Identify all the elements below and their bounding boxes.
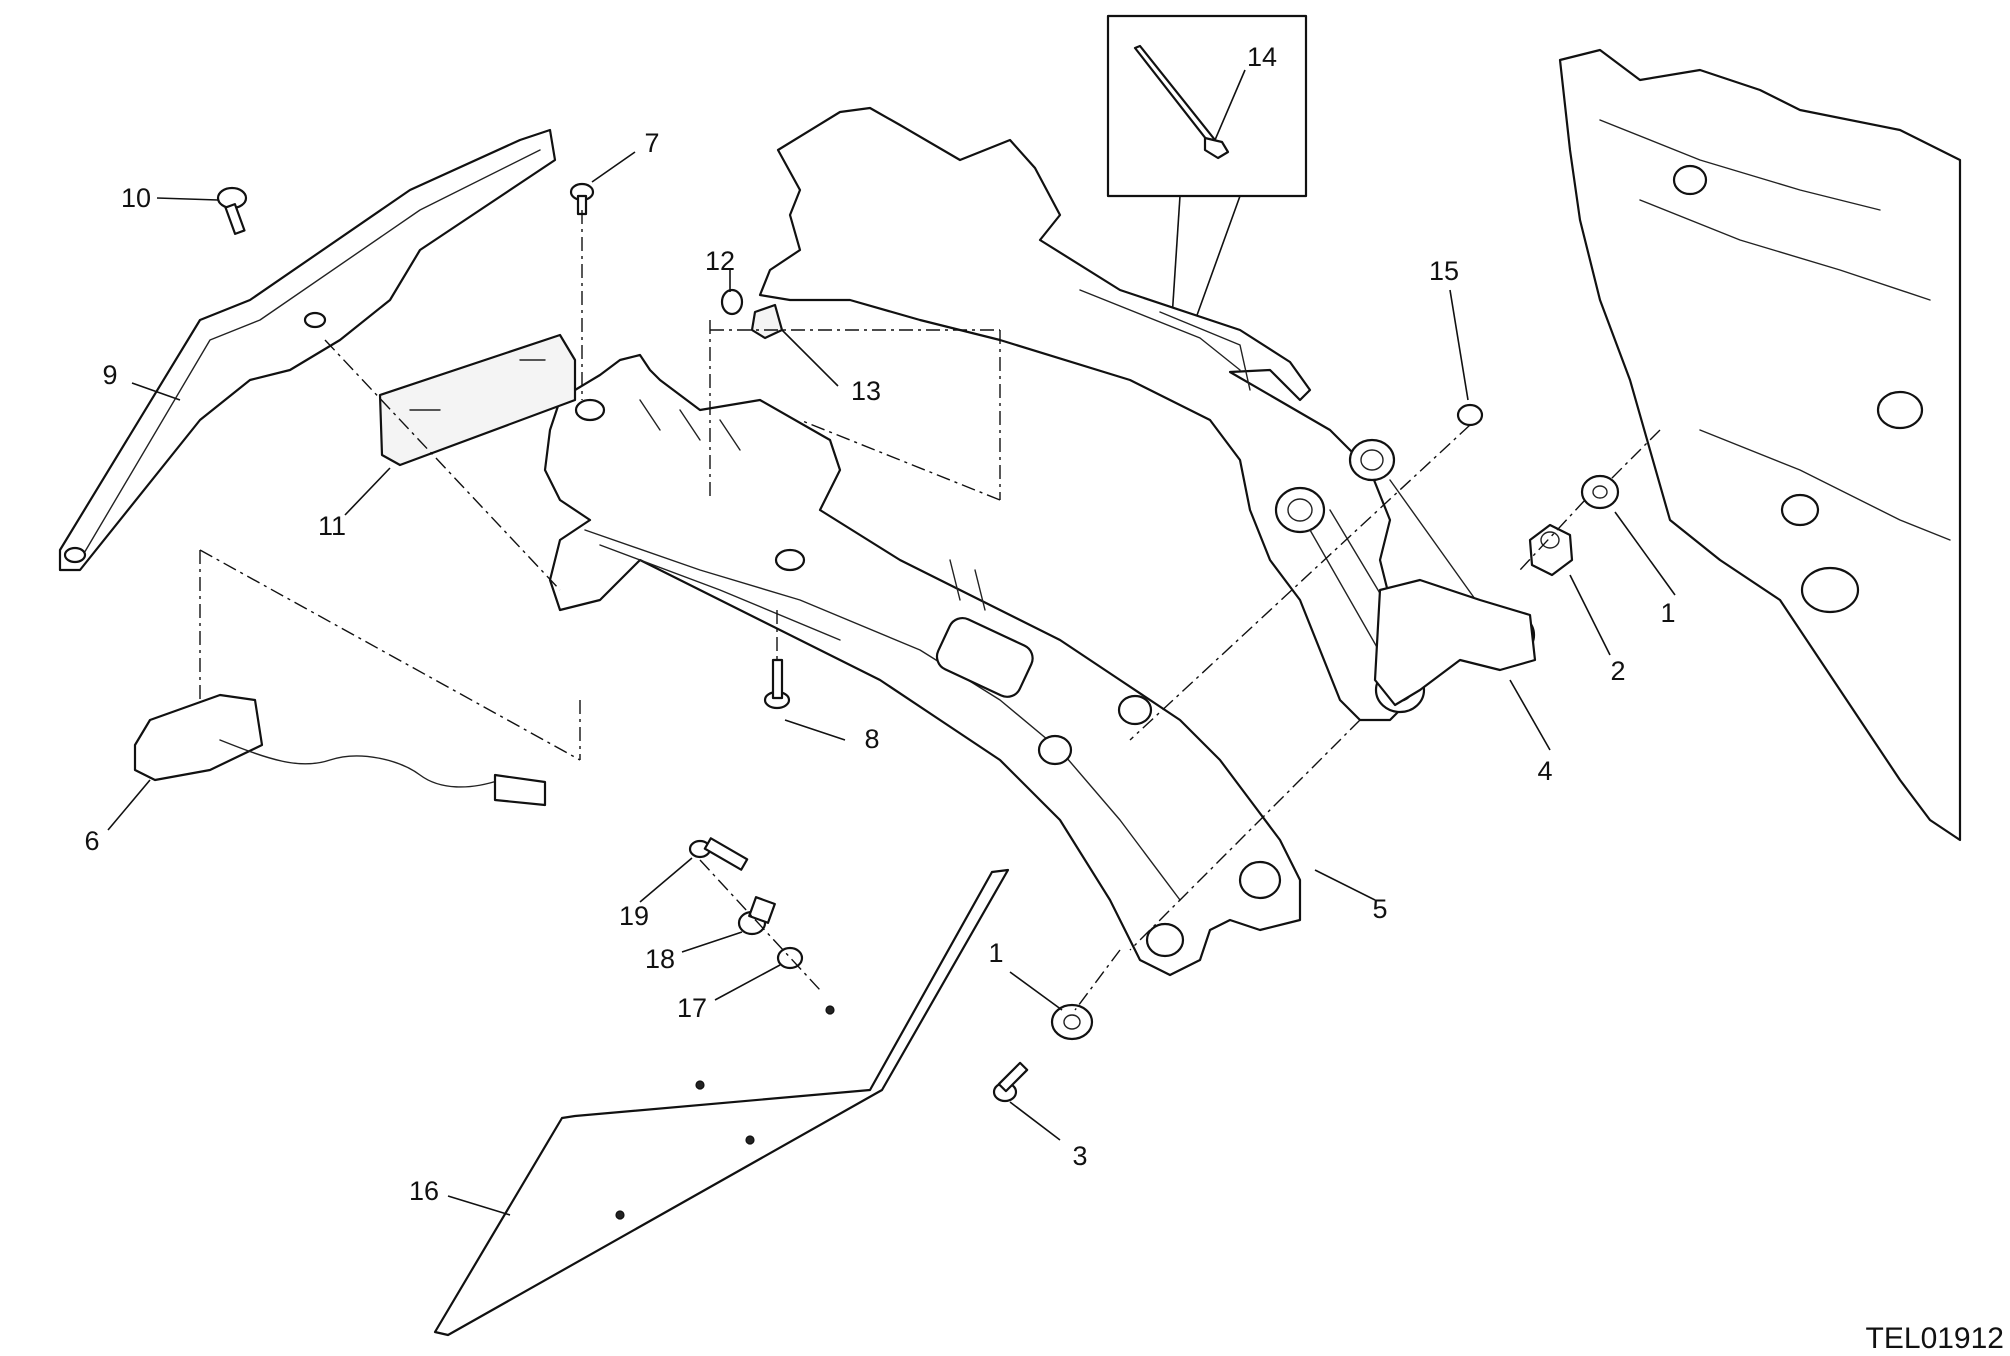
callout-5: 5 <box>1372 894 1387 924</box>
callout-10: 10 <box>121 183 151 213</box>
spacer-18 <box>737 896 776 936</box>
callout-14: 14 <box>1247 42 1277 72</box>
washer-17 <box>776 946 804 970</box>
screw-3 <box>992 1061 1029 1103</box>
callout-9: 9 <box>102 360 117 390</box>
screw-8 <box>763 658 791 710</box>
license-plate-holder-5 <box>543 353 1302 977</box>
drawing-reference: TEL01912 <box>1866 1322 2004 1355</box>
screw-15 <box>1456 403 1484 427</box>
callout-6: 6 <box>84 826 99 856</box>
nut-13 <box>750 303 784 340</box>
bracket-4 <box>1373 578 1537 707</box>
callout-15: 15 <box>1429 256 1459 286</box>
callout-8: 8 <box>864 724 879 754</box>
washer-1-bottom <box>1050 1003 1094 1041</box>
plate-support-9 <box>58 128 557 572</box>
number-plate-16 <box>433 868 1010 1337</box>
callout-3: 3 <box>1072 1141 1087 1171</box>
callout-12: 12 <box>705 246 735 276</box>
callout-19: 19 <box>619 901 649 931</box>
assembly-lines <box>199 210 1661 1011</box>
callout-11: 11 <box>318 511 346 541</box>
callout-1-bottom: 1 <box>988 938 1003 968</box>
callout-2: 2 <box>1610 656 1625 686</box>
callout-labels: 1 2 3 4 5 6 7 8 9 10 11 12 13 14 15 16 1… <box>84 42 1675 1206</box>
callout-16: 16 <box>409 1176 439 1206</box>
license-light-6 <box>133 693 547 807</box>
grommet-2 <box>1528 523 1574 577</box>
washer-1-top <box>1580 474 1620 510</box>
washer-12 <box>720 288 744 316</box>
callout-18: 18 <box>645 944 675 974</box>
screw-19 <box>688 837 749 871</box>
callout-1-top: 1 <box>1660 598 1675 628</box>
callout-13: 13 <box>851 376 881 406</box>
reflector-11 <box>378 333 577 467</box>
cable-tie-inset <box>1106 14 1308 319</box>
frame-context <box>1558 48 1962 842</box>
callout-17: 17 <box>677 993 707 1023</box>
screw-10 <box>216 186 248 235</box>
leader-lines <box>107 69 1676 1216</box>
callout-7: 7 <box>644 128 659 158</box>
screw-7 <box>569 182 595 216</box>
callout-4: 4 <box>1537 756 1552 786</box>
